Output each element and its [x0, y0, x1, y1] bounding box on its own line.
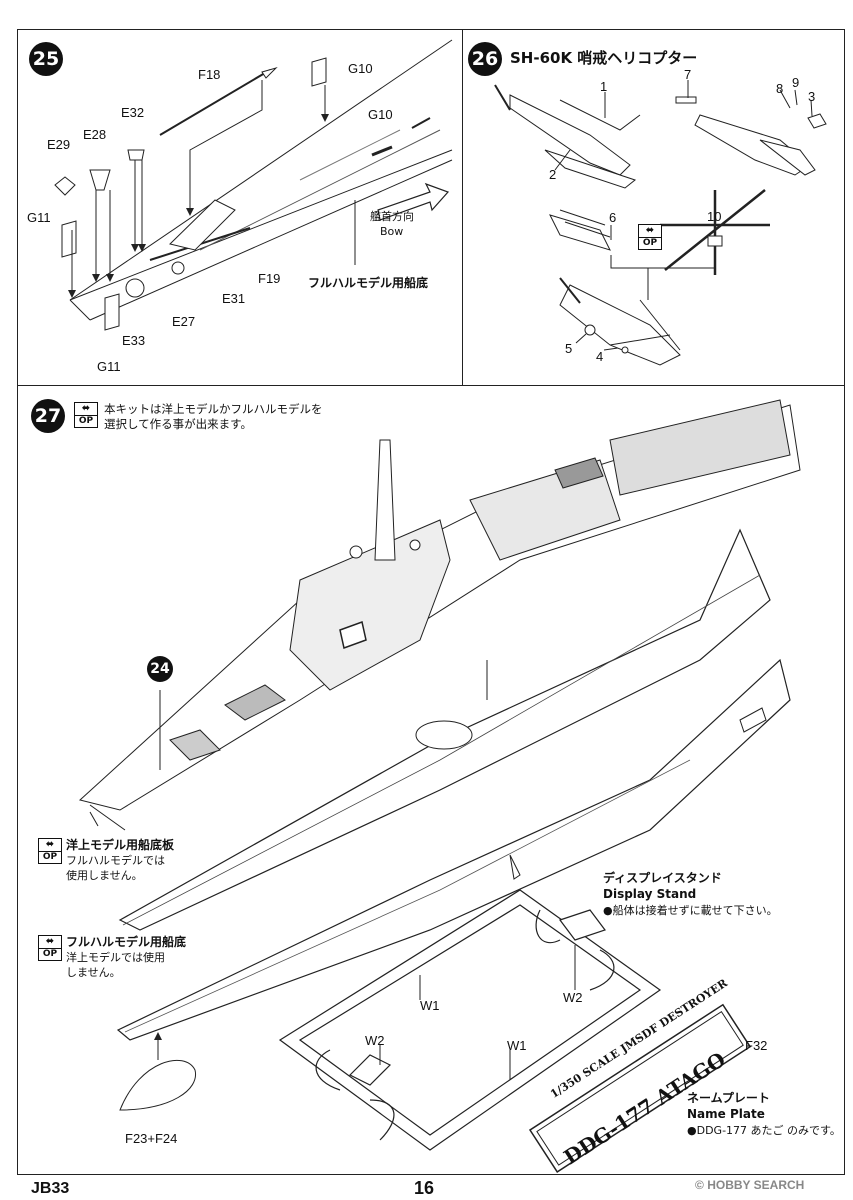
- bow-label-en: Bow: [380, 225, 404, 238]
- part-6-skids: [549, 214, 611, 251]
- bow-label-jp: 艦首方向: [370, 210, 414, 223]
- label-part-3: 3: [808, 89, 816, 104]
- optional-badge-fullhull: ⬌ OP: [38, 935, 62, 961]
- label-part-5: 5: [565, 341, 573, 356]
- helicopter-assembled: [559, 284, 681, 366]
- watermark: © HOBBY SEARCH: [695, 1178, 804, 1192]
- optional-badge-step27: ⬌ OP: [74, 402, 98, 428]
- watermark-text: HOBBY SEARCH: [707, 1178, 805, 1192]
- label-f32: F32: [745, 1038, 768, 1053]
- swap-icon: ⬌: [39, 839, 61, 852]
- label-g10-top: G10: [348, 61, 373, 76]
- nameplate-note: ●DDG-177 あたご のみです。: [687, 1124, 841, 1137]
- swap-icon: ⬌: [75, 403, 97, 416]
- step-ref-24: 24: [147, 656, 173, 682]
- panel-step-27: [17, 385, 845, 1175]
- optional-badge-waterline: ⬌ OP: [38, 838, 62, 864]
- fullhull-title: フルハルモデル用船底: [66, 935, 187, 949]
- nameplate-jp: ネームプレート: [687, 1091, 770, 1105]
- ship-flight-deck: [609, 399, 791, 496]
- page-number: 16: [414, 1178, 435, 1198]
- step26-title: SH-60K 哨戒ヘリコプター: [510, 49, 698, 67]
- label-part-6: 6: [609, 210, 617, 225]
- label-f23-f24: F23+F24: [125, 1131, 178, 1146]
- waterline-bottom-plate: [118, 528, 771, 931]
- step27-note-line1: 本キットは洋上モデルかフルハルモデルを: [104, 402, 323, 416]
- label-g11-top: G11: [27, 210, 51, 225]
- op-text: OP: [642, 238, 658, 248]
- ship-bridge: [289, 519, 451, 691]
- label-part-9: 9: [792, 75, 800, 90]
- waterline-note-2: 使用しません。: [66, 869, 143, 882]
- fullhull-note-1: 洋上モデルでは使用: [66, 951, 165, 964]
- label-part-7: 7: [684, 67, 692, 82]
- label-e28: E28: [83, 127, 107, 142]
- label-part-2: 2: [549, 167, 557, 182]
- op-text: OP: [42, 852, 58, 862]
- nameplate-part: [528, 1003, 752, 1173]
- step27-note-line2: 選択して作る事が出来ます。: [104, 417, 253, 431]
- hull-deck-edge: [69, 39, 453, 301]
- fullhull-bottom-part: [116, 658, 791, 1041]
- fullhull-bottom-label: フルハルモデル用船底: [308, 276, 429, 290]
- label-e31: E31: [222, 291, 246, 306]
- nameplate-en: Name Plate: [687, 1107, 765, 1121]
- display-stand-note: ●船体は接着せずに載せて下さい。: [603, 904, 778, 917]
- label-part-4: 4: [596, 349, 604, 364]
- label-part-1: 1: [600, 79, 608, 94]
- label-w1-right: W1: [507, 1038, 527, 1053]
- label-part-10: 10: [707, 209, 722, 224]
- display-stand-en: Display Stand: [603, 887, 697, 901]
- step-number-27: 27: [31, 399, 65, 433]
- label-part-8: 8: [776, 81, 784, 96]
- label-e29: E29: [47, 137, 71, 152]
- part-f23-f24: [119, 1059, 197, 1111]
- label-g10-mid: G10: [368, 107, 393, 122]
- label-e27: E27: [172, 314, 196, 329]
- label-f18: F18: [198, 67, 221, 82]
- label-e33: E33: [122, 333, 146, 348]
- label-w1-left: W1: [420, 998, 440, 1013]
- label-f19: F19: [258, 271, 281, 286]
- part-f18: [159, 69, 271, 136]
- swap-icon: ⬌: [39, 936, 61, 949]
- ship-mast: [374, 439, 396, 561]
- op-text: OP: [78, 416, 94, 426]
- op-text: OP: [42, 949, 58, 959]
- fullhull-note-2: しません。: [66, 966, 121, 979]
- label-w2-left: W2: [365, 1033, 385, 1048]
- copyright-symbol: ©: [695, 1178, 704, 1192]
- helicopter-body-right: [694, 114, 811, 176]
- step-number-26: 26: [468, 42, 502, 76]
- waterline-title: 洋上モデル用船底板: [66, 838, 175, 852]
- label-g11-bottom: G11: [97, 359, 121, 374]
- display-stand-jp: ディスプレイスタンド: [603, 871, 722, 885]
- waterline-note-1: フルハルモデルでは: [66, 854, 165, 867]
- step-number-25: 25: [29, 42, 63, 76]
- optional-badge-step26: ⬌ OP: [638, 224, 662, 250]
- swap-icon: ⬌: [639, 225, 661, 238]
- label-e32: E32: [121, 105, 145, 120]
- kit-code: JB33: [31, 1180, 70, 1197]
- label-w2-right: W2: [563, 990, 583, 1005]
